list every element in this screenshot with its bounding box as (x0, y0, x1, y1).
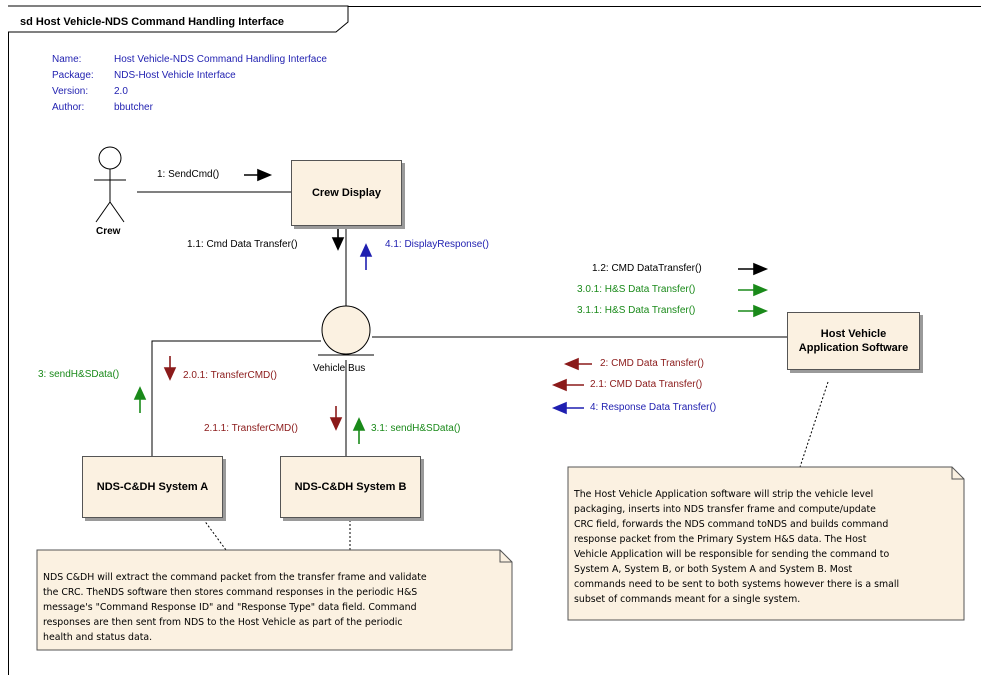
note-right-shape (567, 466, 965, 621)
meta-key: Version: (52, 86, 89, 97)
message-label: 3.1: sendH&SData() (371, 423, 461, 434)
meta-key: Package: (52, 70, 94, 81)
diagram-metadata: Name: Host Vehicle-NDS Command Handling … (52, 52, 327, 116)
note-left-fold (499, 550, 512, 563)
meta-row-name: Name: Host Vehicle-NDS Command Handling … (52, 52, 327, 68)
note-line: the CRC. TheNDS software then stores com… (43, 587, 418, 598)
note-line: responses are then sent from NDS to the … (43, 617, 403, 628)
frame-tab: sd Host Vehicle-NDS Command Handling Int… (8, 6, 348, 32)
message-label: 3.0.1: H&S Data Transfer() (577, 284, 696, 295)
message-label: 2.1: CMD Data Transfer() (590, 379, 703, 390)
system-b-box[interactable]: NDS-C&DH System B (280, 456, 421, 518)
vehicle-bus-symbol (318, 305, 374, 356)
host-vehicle-box[interactable]: Host Vehicle Application Software (787, 312, 920, 370)
meta-value: 2.0 (114, 86, 128, 97)
note-line: NDS C&DH will extract the command packet… (43, 572, 427, 583)
link-bus-systema (151, 340, 321, 456)
system-a-box[interactable]: NDS-C&DH System A (82, 456, 223, 518)
note-line: System A, System B, or both System A and… (574, 564, 853, 575)
note-line: Vehicle Application will be responsible … (574, 549, 890, 560)
meta-row-version: Version: 2.0 (52, 84, 327, 100)
frame-tab-outline (8, 5, 349, 33)
frame-title: sd Host Vehicle-NDS Command Handling Int… (20, 16, 285, 28)
meta-value: NDS-Host Vehicle Interface (114, 70, 236, 81)
note-line: message's "Command Response ID" and "Res… (43, 602, 417, 613)
actor-label: Crew (96, 226, 121, 237)
note-line: subset of commands meant for a single sy… (574, 594, 801, 605)
note-right: The Host Vehicle Application software wi… (574, 487, 899, 607)
meta-key: Author: (52, 102, 85, 113)
message-label: 2.1.1: TransferCMD() (204, 423, 298, 434)
note-line: response packet from the Primary System … (574, 534, 867, 545)
message-label: 2.0.1: TransferCMD() (183, 370, 277, 381)
meta-value: Host Vehicle-NDS Command Handling Interf… (114, 54, 327, 65)
note-right-fold (951, 467, 964, 480)
message-label: 1.1: Cmd Data Transfer() (187, 239, 298, 250)
message-label: 2: CMD Data Transfer() (600, 358, 704, 369)
meta-row-package: Package: NDS-Host Vehicle Interface (52, 68, 327, 84)
note-line: packaging, inserts into NDS transfer fra… (574, 504, 876, 515)
note-left-shape (36, 549, 513, 651)
association-links (137, 191, 787, 456)
note-line: CRC field, forwards the NDS command toND… (574, 519, 889, 530)
note-line: commands need to be sent to both systems… (574, 579, 900, 590)
note-line: health and status data. (43, 632, 153, 643)
diagram-frame (8, 6, 981, 675)
message-label: 3.1.1: H&S Data Transfer() (577, 305, 696, 316)
message-arrows (133, 168, 769, 444)
message-label: 4: Response Data Transfer() (590, 402, 717, 413)
crew-display-box[interactable]: Crew Display (291, 160, 402, 226)
message-label: 1.2: CMD DataTransfer() (592, 263, 702, 274)
meta-row-author: Author: bbutcher (52, 100, 327, 116)
actor-figure (94, 146, 126, 223)
vehicle-bus-label: Vehicle Bus (313, 363, 366, 374)
note-line: The Host Vehicle Application software wi… (574, 489, 874, 500)
note-left: NDS C&DH will extract the command packet… (43, 570, 427, 645)
meta-value: bbutcher (114, 102, 153, 113)
message-label: 4.1: DisplayResponse() (385, 239, 489, 250)
note-links (200, 381, 829, 551)
message-label: 3: sendH&SData() (38, 369, 120, 380)
meta-key: Name: (52, 54, 82, 65)
message-label: 1: SendCmd() (157, 169, 220, 180)
